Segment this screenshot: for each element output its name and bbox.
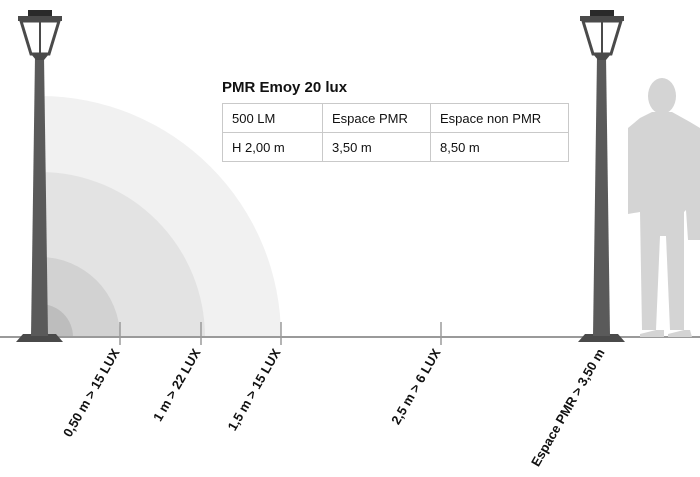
- distance-label: 1 m > 22 LUX: [150, 346, 204, 424]
- distance-label: 1,5 m > 15 LUX: [225, 346, 284, 434]
- table-cell: Espace non PMR: [430, 103, 569, 133]
- distance-labels: 0,50 m > 15 LUX 1 m > 22 LUX 1,5 m > 15 …: [60, 346, 608, 469]
- lamp-post-pole: [593, 56, 610, 336]
- table-row: 500 LM Espace PMR Espace non PMR: [222, 103, 569, 133]
- lamp-post-base: [16, 334, 63, 342]
- table-cell: 8,50 m: [430, 132, 569, 162]
- person-body: [628, 112, 700, 330]
- light-coverage-zones: [40, 96, 281, 337]
- lamp-post-cap: [590, 10, 614, 16]
- distance-label: 0,50 m > 15 LUX: [60, 346, 123, 440]
- distance-label: 2,5 m > 6 LUX: [388, 346, 444, 427]
- person-foot: [640, 330, 664, 337]
- lamp-post-icon: [16, 10, 63, 342]
- person-silhouette-icon: [628, 78, 700, 337]
- distance-label: Espace PMR > 3,50 m: [528, 346, 608, 469]
- distance-ticks: [119, 322, 442, 345]
- lamp-post-icon: [578, 10, 625, 342]
- spec-table: 500 LM Espace PMR Espace non PMR H 2,00 …: [222, 103, 569, 162]
- lamp-post-cap: [28, 10, 52, 16]
- table-row: H 2,00 m 3,50 m 8,50 m: [222, 132, 569, 162]
- zone-core: [40, 304, 73, 337]
- person-head: [648, 78, 676, 114]
- table-cell: 500 LM: [222, 103, 323, 133]
- table-cell: 3,50 m: [322, 132, 431, 162]
- table-cell: Espace PMR: [322, 103, 431, 133]
- diagram-title: PMR Emoy 20 lux: [222, 79, 348, 96]
- lamp-post-pole: [31, 56, 48, 336]
- lamp-post-base: [578, 334, 625, 342]
- table-cell: H 2,00 m: [222, 132, 323, 162]
